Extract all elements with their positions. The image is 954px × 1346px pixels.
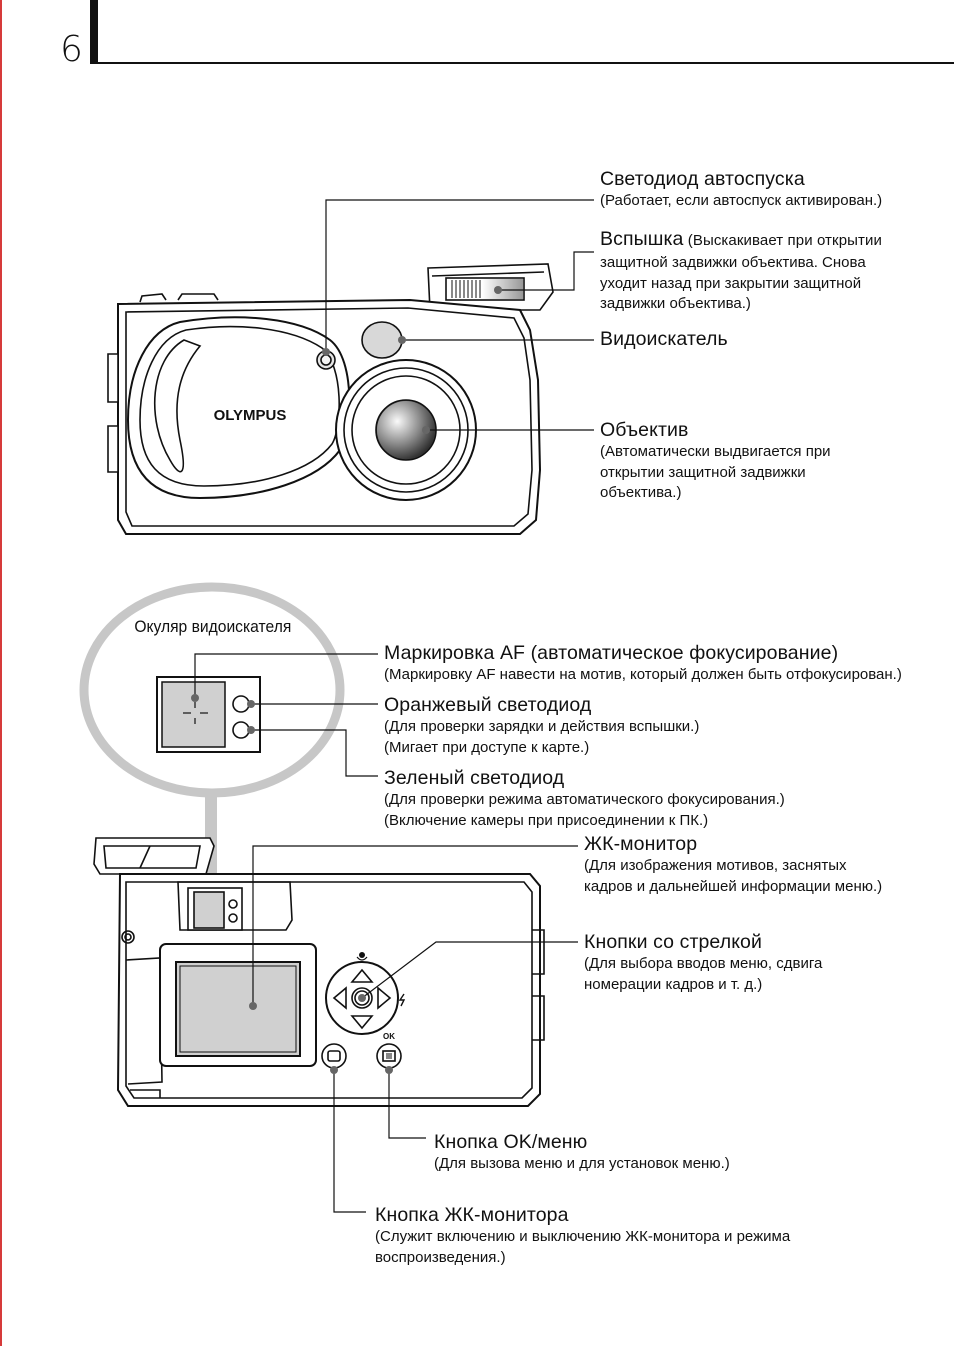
- callout-desc: (Автоматически выдвигается при открытии …: [600, 443, 831, 501]
- callout-ok-menu-button: Кнопка OK/меню (Для вызова меню и для ус…: [434, 1130, 730, 1175]
- callout-title: Вспышка: [600, 228, 684, 250]
- eyepiece-inset: [79, 582, 345, 902]
- callout-green-led: Зеленый светодиод (Для проверки режима а…: [384, 766, 785, 831]
- menu-list-icon[interactable]: [377, 1044, 401, 1068]
- page-header-rule: [90, 62, 954, 64]
- page-number: 6: [60, 29, 83, 70]
- callout-title: Зеленый светодиод: [384, 767, 565, 789]
- callout-desc: защитной задвижки объектива. Снова уходи…: [600, 254, 866, 312]
- front-leader-dots: [322, 286, 502, 434]
- back-leader-dots: [249, 994, 393, 1074]
- callout-self-timer-led: Светодиод автоспуска (Работает, если авт…: [600, 167, 882, 212]
- callout-lens: Объектив (Автоматически выдвигается при …: [600, 418, 831, 504]
- arrow-left-icon[interactable]: [332, 986, 347, 1010]
- lens-glass: [377, 401, 435, 459]
- callout-flash: Вспышка (Выскакивает при открытии защитн…: [600, 227, 882, 315]
- callout-desc: (Маркировку AF навести на мотив, который…: [384, 666, 902, 683]
- callout-title: Оранжевый светодиод: [384, 694, 592, 716]
- callout-desc: (Для проверки зарядки и действия вспышки…: [384, 718, 700, 756]
- camera-back-illustration: [93, 837, 545, 1107]
- callout-lcd-monitor: ЖК-монитор (Для изображения мотивов, зас…: [584, 832, 882, 897]
- callout-viewfinder: Видоискатель: [600, 327, 728, 351]
- flower-macro-icon: [356, 952, 368, 961]
- back-leader-lines: [252, 845, 578, 1213]
- callout-title: Кнопка OK/меню: [434, 1131, 588, 1153]
- flash-window: [482, 279, 523, 299]
- callout-desc: (Для изображения мотивов, заснятых кадро…: [584, 857, 883, 895]
- inset-title: Окуляр видоискателя: [134, 617, 291, 636]
- callout-title: Светодиод автоспуска: [600, 168, 805, 190]
- callout-desc-inline: (Выскакивает при открытии: [683, 232, 882, 249]
- callout-title: Маркировка AF (автоматическое фокусирова…: [384, 642, 839, 664]
- callout-desc: (Работает, если автоспуск активирован.): [600, 192, 883, 209]
- camera-front-illustration: [107, 263, 554, 535]
- callout-desc: (Для выбора вводов меню, сдвига номераци…: [584, 955, 823, 993]
- callout-orange-led: Оранжевый светодиод (Для проверки зарядк…: [384, 693, 699, 758]
- arrow-right-icon[interactable]: [377, 986, 392, 1010]
- callout-arrow-buttons: Кнопки со стрелкой (Для выбора вводов ме…: [584, 930, 822, 995]
- callout-title: Объектив: [600, 419, 689, 441]
- callout-desc: (Для вызова меню и для установок меню.): [434, 1155, 730, 1172]
- inset-leader-lines: [194, 653, 378, 777]
- arrow-down-icon[interactable]: [350, 1015, 374, 1030]
- monitor-button-icon[interactable]: [322, 1044, 346, 1068]
- callout-title: Кнопки со стрелкой: [584, 931, 762, 953]
- callout-title: Видоискатель: [600, 328, 728, 350]
- callout-title: Кнопка ЖК-монитора: [375, 1204, 569, 1226]
- arrow-up-icon[interactable]: [350, 968, 374, 983]
- callout-desc: (Для проверки режима автоматического фок…: [384, 791, 785, 829]
- inset-leader-dots: [191, 694, 255, 734]
- flash-bolt-icon: [398, 993, 406, 1007]
- ok-label: OK: [383, 1032, 395, 1041]
- callout-lcd-button: Кнопка ЖК-монитора (Служит включению и в…: [375, 1203, 790, 1268]
- front-leader-lines: [325, 199, 594, 431]
- callout-title: ЖК-монитор: [584, 833, 698, 855]
- callout-desc: (Служит включению и выключению ЖК-монито…: [375, 1228, 791, 1266]
- page-edge-line: [0, 0, 2, 1346]
- brand-logo: OLYMPUS: [214, 407, 287, 424]
- callout-af-mark: Маркировка AF (автоматическое фокусирова…: [384, 641, 902, 686]
- page-header-bar: [90, 0, 98, 64]
